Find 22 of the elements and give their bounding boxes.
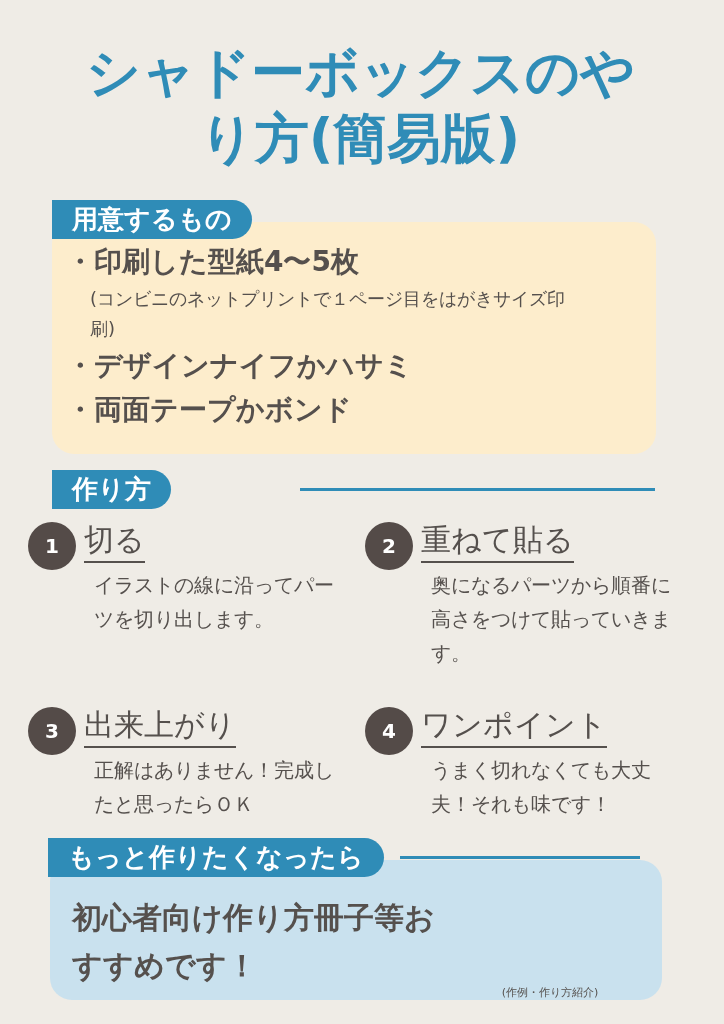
section-tab: もっと作りたくなったら xyxy=(48,838,384,877)
step-description: 奥になるパーツから順番に高さをつけて貼っていきます。 xyxy=(431,572,672,667)
step-description: 正解はありません！完成したと思ったらＯＫ xyxy=(94,757,335,818)
section-tab: 作り方 xyxy=(52,470,171,509)
list-item: ・両面テープかボンド xyxy=(66,392,353,428)
step-description: イラストの線に沿ってパーツを切り出します。 xyxy=(94,572,335,633)
section-tab: 用意するもの xyxy=(52,200,252,239)
list-item: ・印刷した型紙4〜5枚 xyxy=(66,244,360,280)
step-number: 4 xyxy=(365,707,413,755)
step-number: 1 xyxy=(28,522,76,570)
step-heading: 切る xyxy=(84,520,145,563)
step-heading: 出来上がり xyxy=(84,705,236,748)
step-heading: ワンポイント xyxy=(421,705,607,748)
note-text: (コンビニのネットプリントで１ページ目をはがきサイズ印刷) xyxy=(89,287,567,341)
step-number: 2 xyxy=(365,522,413,570)
info-text: 初心者向け作り方冊子等おすすめです！ xyxy=(72,899,436,985)
step-description: うまく切れなくても大丈夫！それも味です！ xyxy=(431,757,652,818)
list-item: ・デザインナイフかハサミ xyxy=(66,348,414,384)
step-heading: 重ねて貼る xyxy=(421,520,574,563)
step-number: 3 xyxy=(28,707,76,755)
title: シャドーボックスのやり方(簡易版) xyxy=(84,40,636,172)
caption-text: (作例・作り方紹介) xyxy=(500,985,600,1000)
